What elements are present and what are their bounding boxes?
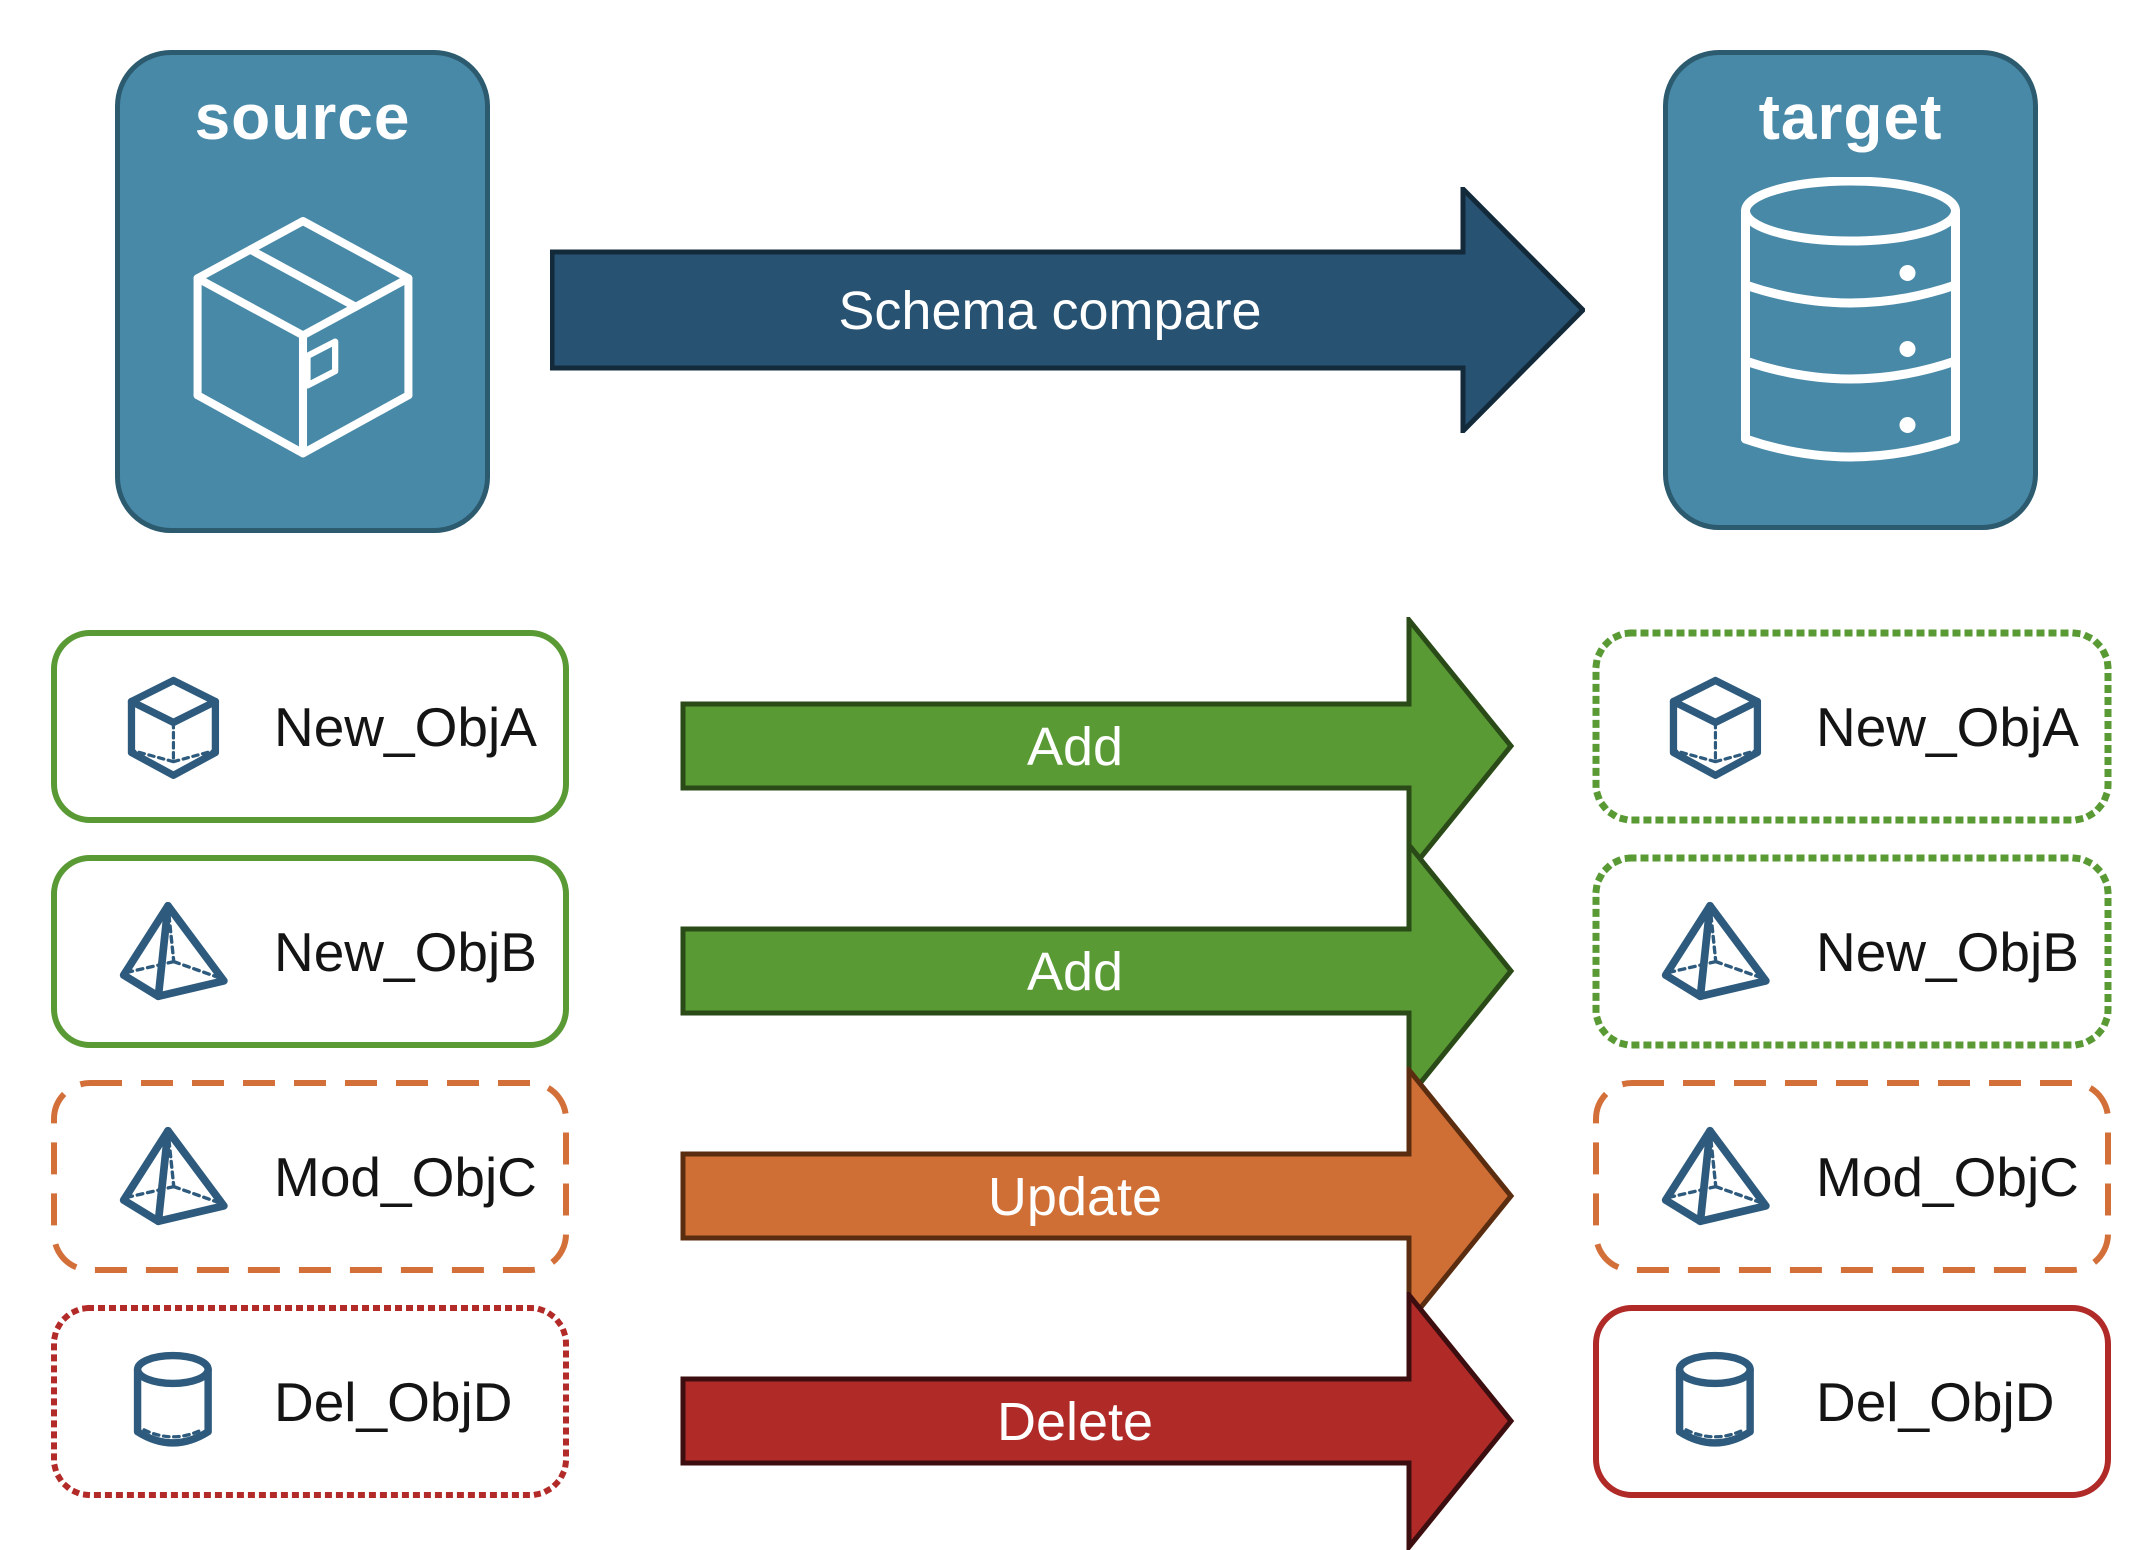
object-label: New_ObjA	[1816, 695, 2079, 758]
comparison-row: Del_ObjD Delete	[0, 1292, 2150, 1550]
target-object-box: Mod_ObjC	[1592, 1079, 2112, 1274]
object-icon-wrap	[114, 1125, 232, 1229]
object-icon-wrap	[114, 675, 232, 779]
schema-compare-arrow: Schema compare	[550, 187, 1585, 433]
pyramid-icon	[120, 1126, 228, 1225]
comparison-row: New_ObjA Add	[0, 617, 2150, 879]
object-label: Mod_ObjC	[274, 1145, 537, 1208]
object-icon-wrap	[1656, 1350, 1774, 1454]
object-label: Del_ObjD	[1816, 1370, 2055, 1433]
action-arrow-label: Add	[1027, 717, 1123, 777]
object-label: New_ObjB	[274, 920, 537, 983]
pyramid-icon	[120, 901, 228, 1000]
target-object-box: New_ObjA	[1592, 629, 2112, 824]
pyramid-icon	[1662, 901, 1770, 1000]
action-arrow: Add	[680, 617, 1515, 879]
cube-icon	[127, 676, 219, 779]
source-object-box: Del_ObjD	[50, 1304, 570, 1499]
pyramid-icon	[1662, 1126, 1770, 1225]
target-panel-title: target	[1758, 81, 1943, 153]
target-panel: target	[1663, 50, 2038, 530]
object-icon-wrap	[1656, 1125, 1774, 1229]
object-label: New_ObjB	[1816, 920, 2079, 983]
cube-icon	[1669, 676, 1761, 779]
object-icon-wrap	[114, 1350, 232, 1454]
action-arrow-label: Add	[1027, 942, 1123, 1002]
object-icon-wrap	[1656, 675, 1774, 779]
cylinder-icon	[133, 1351, 212, 1446]
object-label: Mod_ObjC	[1816, 1145, 2079, 1208]
object-label: Del_ObjD	[274, 1370, 513, 1433]
target-object-box: Del_ObjD	[1592, 1304, 2112, 1499]
action-arrow: Update	[680, 1067, 1515, 1329]
comparison-row: New_ObjB Add	[0, 842, 2150, 1104]
object-icon-wrap	[1656, 900, 1774, 1004]
object-icon-wrap	[114, 900, 232, 1004]
object-label: New_ObjA	[274, 695, 537, 758]
source-object-box: New_ObjB	[50, 854, 570, 1049]
source-panel: source	[115, 50, 490, 533]
schema-compare-label: Schema compare	[838, 281, 1261, 341]
source-object-box: Mod_ObjC	[50, 1079, 570, 1274]
target-object-box: New_ObjB	[1592, 854, 2112, 1049]
database-icon	[1741, 177, 1960, 462]
comparison-row: Mod_ObjC Update	[0, 1067, 2150, 1329]
action-arrow-label: Delete	[997, 1392, 1153, 1452]
source-object-box: New_ObjA	[50, 629, 570, 824]
action-arrow: Add	[680, 842, 1515, 1104]
package-box-icon	[193, 217, 412, 458]
source-panel-title: source	[194, 81, 411, 153]
action-arrow-label: Update	[988, 1167, 1162, 1227]
action-arrow: Delete	[680, 1292, 1515, 1550]
cylinder-icon	[1675, 1351, 1754, 1446]
